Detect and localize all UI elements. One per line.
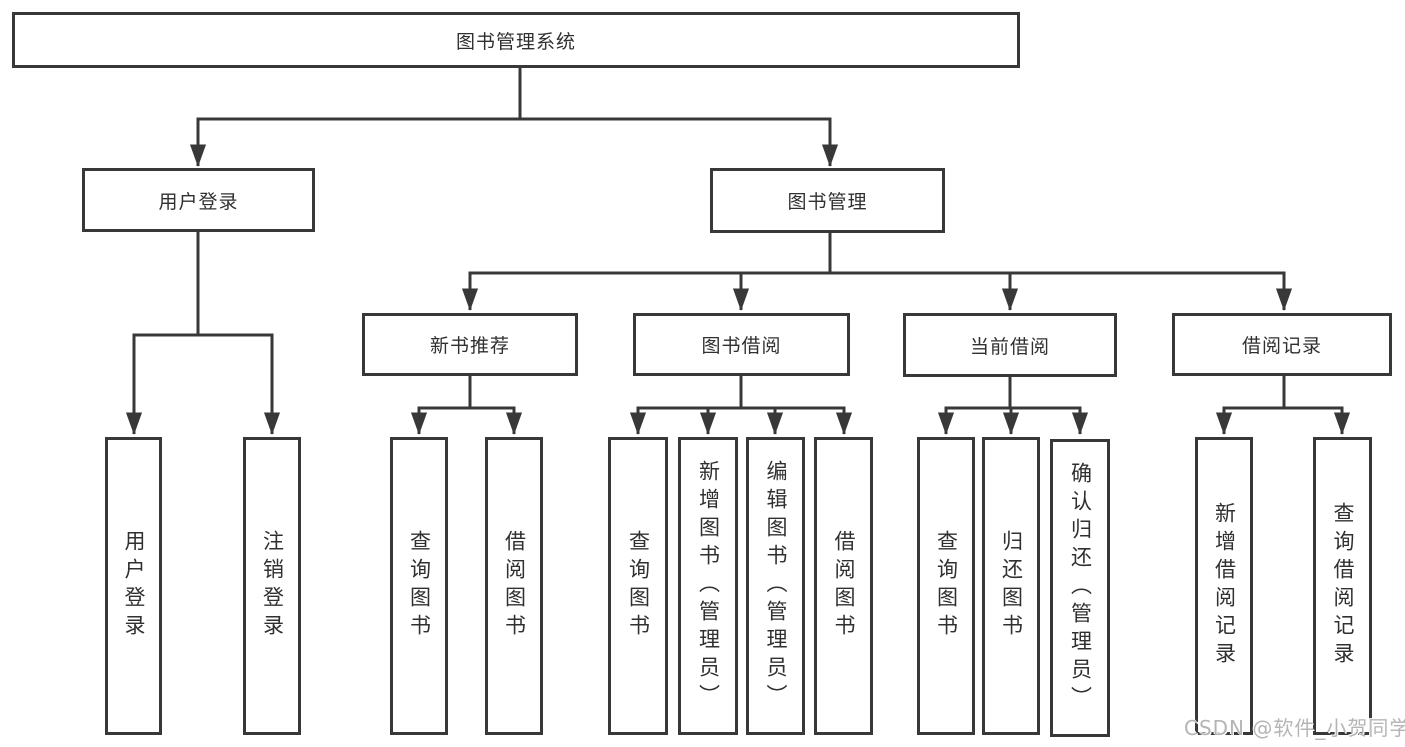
leaf-confirm-return-admin-label: 确认归还（管理员） xyxy=(1068,462,1093,714)
leaf-query-books-2: 查询图书 xyxy=(608,437,668,735)
leaf-query-books-1: 查询图书 xyxy=(390,437,448,735)
node-book-management: 图书管理 xyxy=(710,168,945,233)
leaf-user-login-label: 用户登录 xyxy=(122,530,146,642)
node-current-borrowing: 当前借阅 xyxy=(903,313,1117,377)
leaf-return-books-label: 归还图书 xyxy=(999,530,1024,642)
leaf-borrow-books-1: 借阅图书 xyxy=(485,437,543,735)
leaf-logout-label: 注销登录 xyxy=(260,530,285,642)
leaf-borrow-books-1-label: 借阅图书 xyxy=(502,530,527,642)
leaf-query-books-3: 查询图书 xyxy=(917,437,975,735)
leaf-confirm-return-admin: 确认归还（管理员） xyxy=(1050,439,1110,737)
leaf-add-borrow-record-label: 新增借阅记录 xyxy=(1212,502,1237,670)
leaf-edit-books-admin-label: 编辑图书（管理员） xyxy=(764,460,788,712)
leaf-borrow-books-2-label: 借阅图书 xyxy=(832,530,856,642)
node-new-book-recommend: 新书推荐 xyxy=(362,313,578,376)
leaf-add-books-admin-label: 新增图书（管理员） xyxy=(696,460,721,712)
leaf-edit-books-admin: 编辑图书（管理员） xyxy=(746,437,805,735)
leaf-add-books-admin: 新增图书（管理员） xyxy=(678,437,738,735)
leaf-borrow-books-2: 借阅图书 xyxy=(814,437,873,735)
node-borrowing-records: 借阅记录 xyxy=(1172,313,1392,376)
csdn-watermark: CSDN @软件_小贺同学 xyxy=(1184,716,1405,740)
node-book-borrowing: 图书借阅 xyxy=(633,313,850,376)
leaf-query-books-2-label: 查询图书 xyxy=(626,530,651,642)
leaf-logout: 注销登录 xyxy=(243,437,301,735)
leaf-user-login: 用户登录 xyxy=(105,437,162,735)
leaf-query-books-3-label: 查询图书 xyxy=(934,530,959,642)
leaf-add-borrow-record: 新增借阅记录 xyxy=(1195,437,1253,735)
leaf-query-borrow-record: 查询借阅记录 xyxy=(1313,437,1372,735)
leaf-query-books-1-label: 查询图书 xyxy=(407,530,432,642)
node-user-login: 用户登录 xyxy=(82,168,315,232)
node-library-management-system: 图书管理系统 xyxy=(12,12,1020,68)
leaf-return-books: 归还图书 xyxy=(982,437,1040,735)
leaf-query-borrow-record-label: 查询借阅记录 xyxy=(1331,502,1355,670)
